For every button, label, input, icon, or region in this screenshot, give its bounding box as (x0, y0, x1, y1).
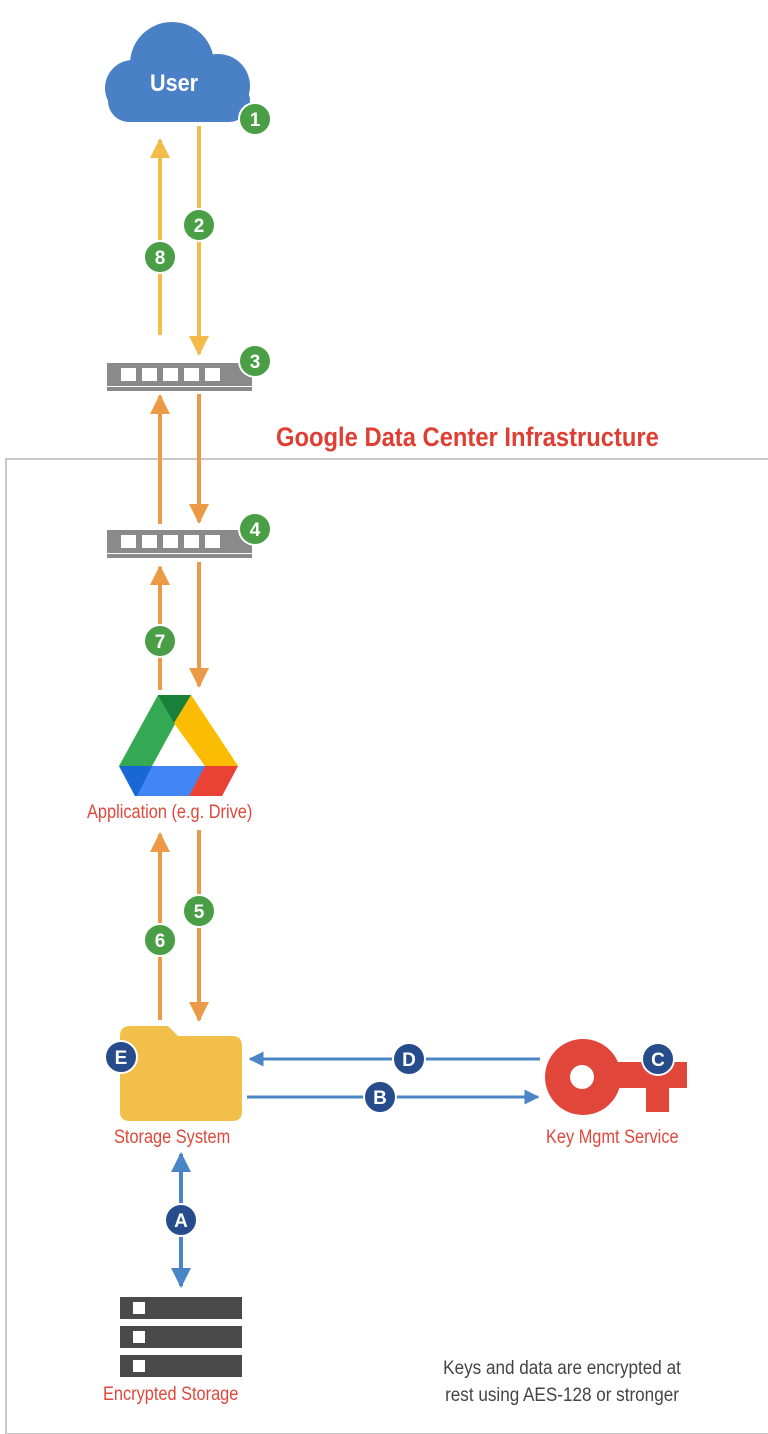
step-badge-c: C (641, 1042, 675, 1076)
svg-text:5: 5 (194, 902, 205, 923)
user-label: User (150, 70, 199, 97)
application-label: Application (e.g. Drive) (87, 802, 253, 823)
key-hole (570, 1065, 594, 1089)
step-badge-1: 1 (238, 102, 272, 136)
switch-icon (107, 363, 252, 391)
region-title: Google Data Center Infrastructure (276, 422, 659, 452)
svg-text:D: D (402, 1050, 416, 1071)
google-drive-icon (119, 695, 238, 796)
svg-text:C: C (651, 1050, 665, 1071)
step-badge-d: D (392, 1042, 426, 1076)
step-badge-6: 6 (143, 923, 177, 957)
datacenter-boundary (5, 458, 768, 1434)
encryption-note: Keys and data are encrypted at rest usin… (427, 1355, 697, 1409)
encryption-note-line1: Keys and data are encrypted at (443, 1358, 681, 1379)
switch-icon (107, 530, 252, 558)
server-rack-icon (120, 1297, 242, 1377)
step-badge-8: 8 (143, 240, 177, 274)
step-badge-2: 2 (182, 208, 216, 242)
svg-text:2: 2 (194, 216, 205, 237)
encrypted-storage-label: Encrypted Storage (103, 1384, 239, 1405)
svg-text:3: 3 (250, 352, 261, 373)
encryption-note-line2: rest using AES-128 or stronger (445, 1385, 679, 1406)
step-badge-5: 5 (182, 894, 216, 928)
svg-text:6: 6 (155, 931, 166, 952)
step-badge-e: E (104, 1040, 138, 1074)
folder-icon (120, 1026, 242, 1121)
step-badge-b: B (363, 1080, 397, 1114)
step-badge-a: A (164, 1203, 198, 1237)
storage-system-label: Storage System (114, 1127, 231, 1148)
svg-text:8: 8 (155, 248, 166, 269)
svg-text:7: 7 (155, 632, 166, 653)
key-mgmt-label: Key Mgmt Service (546, 1127, 679, 1148)
svg-text:B: B (373, 1088, 387, 1109)
step-badge-3: 3 (238, 344, 272, 378)
svg-text:1: 1 (250, 110, 261, 131)
svg-text:4: 4 (250, 520, 261, 541)
step-badge-7: 7 (143, 624, 177, 658)
cloud-icon (105, 22, 250, 122)
svg-text:E: E (115, 1048, 128, 1069)
step-badge-4: 4 (238, 512, 272, 546)
svg-text:A: A (174, 1211, 188, 1232)
